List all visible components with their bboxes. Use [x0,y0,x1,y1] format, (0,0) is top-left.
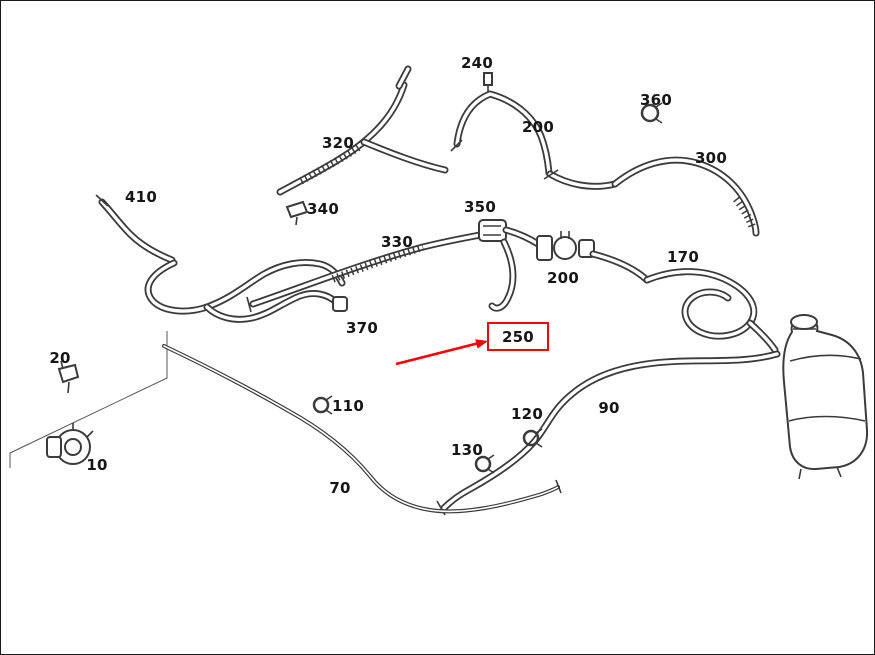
part-label-200-top: 200 [522,118,554,136]
bracket-340 [285,200,309,226]
hose-300 [615,160,756,233]
clamp-130 [474,454,495,474]
part-label-90: 90 [598,399,620,417]
highlight-arrow [395,339,488,366]
hose-250 [492,242,513,308]
hose-170 [593,254,775,350]
hose-240 [450,94,549,173]
body-outline [9,331,168,468]
hose-410 [95,194,172,260]
part-label-120: 120 [511,405,543,423]
part-label-370: 370 [346,319,378,337]
part-label-20: 20 [49,349,71,367]
hose-90 [436,354,777,516]
part-label-360: 360 [640,91,672,109]
part-label-240: 240 [461,54,493,72]
clamp-120 [522,428,543,448]
part-label-320: 320 [322,134,354,152]
connector-350 [478,219,507,242]
part-label-130: 130 [451,441,483,459]
expansion-tank [782,314,869,480]
part-label-110: 110 [332,397,364,415]
fitting-370 [332,296,348,312]
part-label-350: 350 [464,198,496,216]
hose-tangle [148,262,342,319]
pipe-70 [162,344,562,514]
hose-330 [246,235,480,313]
clip-360 [640,102,663,124]
clamp-110 [312,395,333,415]
part-label-10: 10 [86,456,108,474]
part-label-410: 410 [125,188,157,206]
part-label-300: 300 [695,149,727,167]
part-label-70: 70 [329,479,351,497]
hose-200-top [543,169,615,186]
valve-assembly-200 [536,231,595,261]
part-label-200-mid: 200 [547,269,579,287]
part-label-340: 340 [307,200,339,218]
pump-10 [46,423,94,465]
part-label-330: 330 [381,233,413,251]
hose-320 [280,69,445,192]
part-label-170: 170 [667,248,699,266]
highlight-box: 250 [487,322,549,351]
bolt-240 [483,72,493,92]
hose-200-mid-link [506,230,538,244]
part-label-250: 250 [502,327,534,346]
bracket-20 [57,360,80,394]
